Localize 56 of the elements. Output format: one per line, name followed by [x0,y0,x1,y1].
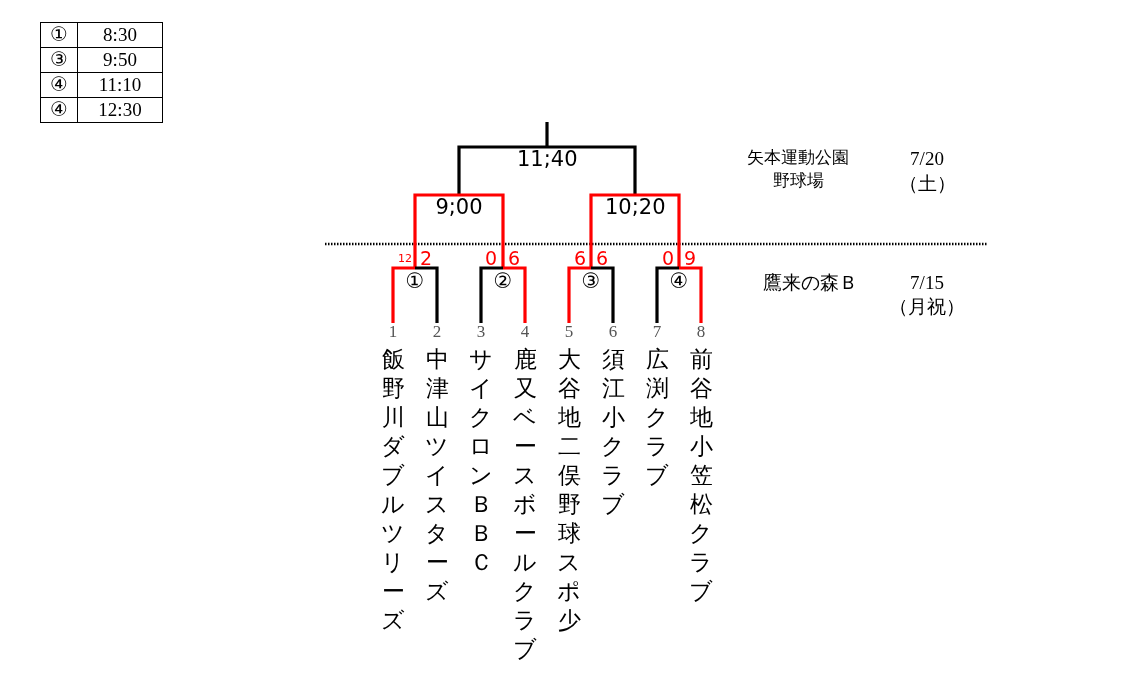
score-label: 12 [397,251,413,267]
day-label: （月祝） [888,295,966,319]
bracket-line [503,266,527,323]
seed-number: 4 [519,323,531,341]
venue-label: 矢本運動公園野球場 [746,146,850,192]
bracket-line [655,266,679,323]
seed-number: 1 [387,323,399,341]
seed-number: 8 [695,323,707,341]
match-time: 9;00 [433,195,485,219]
bracket-line [589,193,635,268]
bracket-line [391,266,415,323]
team-name: 広渕クラブ [644,345,670,490]
table-cell: 12:30 [77,97,163,123]
date-label: 7/20 [909,147,945,171]
table-cell: ① [40,22,78,48]
bracket-line [591,266,615,323]
bracket-line [413,193,459,268]
day-label: （土） [897,172,957,196]
match-time: 10;20 [605,195,665,219]
seed-number: 3 [475,323,487,341]
bracket-line [567,266,591,323]
table-cell: 8:30 [77,22,163,48]
score-label: 6 [573,246,587,271]
bracket-line [635,193,681,268]
score-label: 0 [484,246,498,271]
score-label: 6 [595,246,609,271]
match-number: ② [491,268,515,294]
bracket-line [545,122,549,147]
match-number: ④ [667,268,691,294]
score-label: 6 [507,246,521,271]
bracket-line [679,266,703,323]
match-number: ③ [579,268,603,294]
table-cell: ④ [40,97,78,123]
team-name: 鹿又ベースボールクラブ [512,345,538,664]
team-name: 前谷地小笠松クラブ [688,345,714,606]
bracket-line [415,266,439,323]
bracket-line [479,266,503,323]
score-label: 0 [661,246,675,271]
team-name: 須江小クラブ [600,345,626,519]
score-label: 9 [683,246,697,271]
team-name: 大谷地二俣野球スポ少 [556,345,582,635]
seed-number: 2 [431,323,443,341]
bracket-line [547,145,637,195]
team-name: サイクロンＢＢＣ [468,345,494,577]
bracket-line [457,145,547,195]
match-number: ① [403,268,427,294]
score-label: 2 [419,246,433,271]
bracket-line [459,193,505,268]
seed-number: 6 [607,323,619,341]
date-label: 7/15 [909,271,945,295]
team-name: 飯野川ダブルツリーズ [380,345,406,635]
venue-label: 鷹来の森Ｂ [761,270,859,295]
seed-number: 7 [651,323,663,341]
match-time: 11;40 [517,147,577,171]
team-name: 中津山ツイスターズ [424,345,450,606]
seed-number: 5 [563,323,575,341]
